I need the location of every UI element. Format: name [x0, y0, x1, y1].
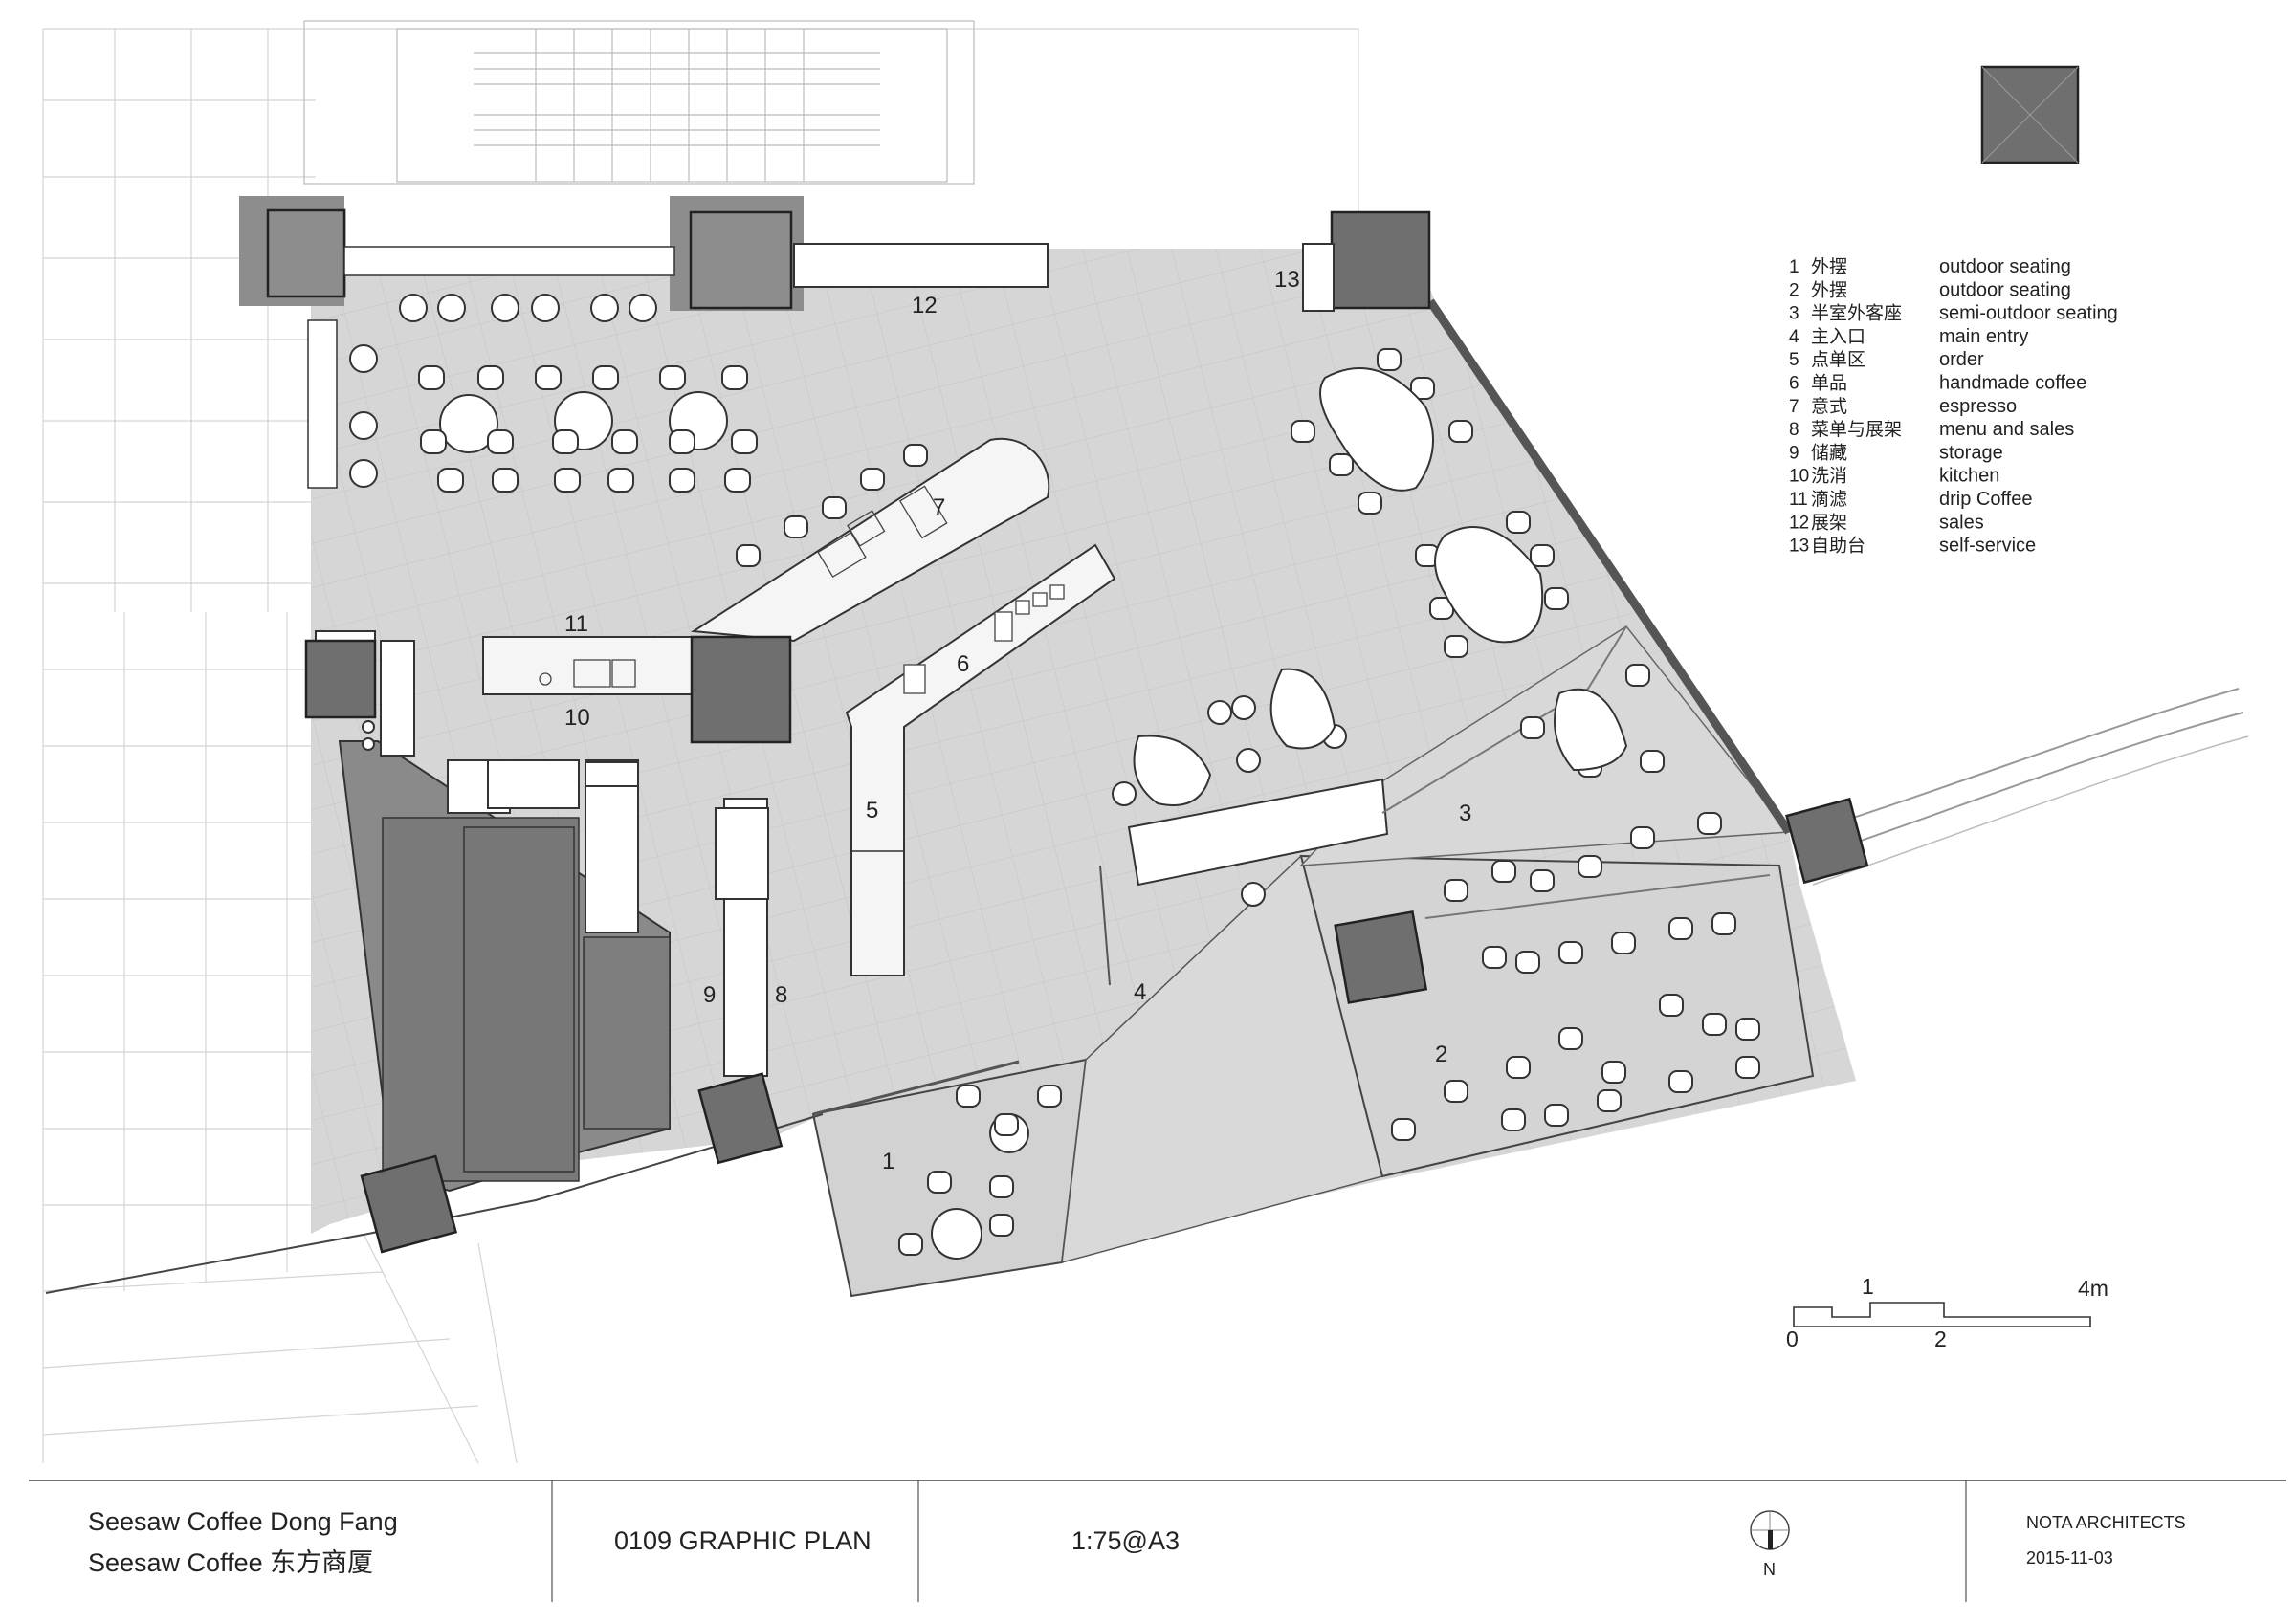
zone-label-12: 12 [912, 293, 938, 318]
legend-cn-label: 主入口 [1811, 326, 1866, 347]
legend-cn-label: 洗消 [1811, 466, 1847, 487]
scale-label-4m: 4m [2078, 1276, 2108, 1301]
legend-cn-label: 点单区 [1811, 349, 1866, 370]
legend-en-label: drip Coffee [1939, 489, 2032, 510]
zone-label-13: 13 [1274, 267, 1300, 293]
entry-bench [1127, 778, 1389, 887]
zone-label-11: 11 [564, 611, 588, 637]
legend-en-label: sales [1939, 512, 1984, 533]
tables-round [439, 391, 1029, 1260]
zone-label-7: 7 [933, 494, 945, 520]
legend-number: 9 [1789, 443, 1799, 463]
legend-en-label: outdoor seating [1939, 256, 2071, 277]
legend-en-label: kitchen [1939, 466, 1999, 487]
chairs [418, 348, 1760, 1256]
legend-number: 12 [1789, 513, 1809, 533]
legend-cn-label: 外摆 [1811, 279, 1847, 300]
legend-en-label: outdoor seating [1939, 279, 2071, 300]
legend-cn-label: 半室外客座 [1811, 303, 1902, 324]
legend-en-label: semi-outdoor seating [1939, 303, 2118, 324]
escalator [303, 20, 975, 185]
zone-label-2: 2 [1435, 1042, 1447, 1067]
scale-bar: 0 1 2 4m [1786, 1274, 2108, 1351]
street-curb [1793, 688, 2240, 838]
legend-number: 11 [1789, 490, 1808, 510]
legend-cn-label: 滴滤 [1811, 489, 1847, 510]
drawing-title: 0109 GRAPHIC PLAN [614, 1526, 872, 1555]
legend-number: 3 [1789, 304, 1799, 324]
legend: 1 外摆 outdoor seating 2 外摆 outdoor seating 3 半室外… [1789, 256, 2118, 557]
legend-number: 10 [1789, 467, 1809, 487]
stools-top-row [349, 294, 1347, 907]
self-service-13 [1302, 243, 1335, 312]
legend-en-label: menu and sales [1939, 419, 2074, 440]
legend-number: 1 [1789, 257, 1799, 277]
scale-label-0: 0 [1786, 1327, 1799, 1351]
legend-cn-label: 意式 [1811, 396, 1847, 417]
zone-label-3: 3 [1459, 801, 1471, 826]
drip-counter-11 [482, 636, 695, 695]
zone-label-5: 5 [866, 798, 878, 823]
legend-en-label: storage [1939, 442, 2003, 463]
zone-labels: 1 2 3 4 5 6 7 8 9 10 11 12 13 [564, 267, 1471, 1174]
legend-en-label: espresso [1939, 396, 2017, 417]
legend-en-label: handmade coffee [1939, 373, 2086, 394]
zone-label-10: 10 [564, 705, 590, 731]
legend-number: 8 [1789, 420, 1799, 440]
tables-organic [1133, 367, 1628, 806]
zone-label-4: 4 [1134, 979, 1146, 1005]
legend-en-label: order [1939, 349, 1984, 370]
zone-label-8: 8 [775, 982, 787, 1008]
drawing-date: 2015-11-03 [2026, 1548, 2113, 1568]
project-name-cn: Seesaw Coffee 东方商厦 [88, 1548, 373, 1577]
project-name-en: Seesaw Coffee Dong Fang [88, 1507, 398, 1536]
title-block: Seesaw Coffee Dong Fang Seesaw Coffee 东方… [29, 1480, 2286, 1602]
legend-number: 4 [1789, 327, 1799, 347]
legend-cn-label: 自助台 [1811, 536, 1866, 557]
scale-label-1: 1 [1862, 1274, 1874, 1299]
legend-cn-label: 外摆 [1811, 256, 1847, 277]
drawing-scale: 1:75@A3 [1071, 1526, 1180, 1555]
zone-label-1: 1 [882, 1149, 894, 1174]
sales-shelf-12 [793, 243, 1049, 288]
zone-label-9: 9 [703, 982, 716, 1008]
scale-label-2: 2 [1934, 1327, 1947, 1351]
legend-number: 5 [1789, 350, 1799, 370]
north-label: N [1763, 1560, 1776, 1579]
legend-cn-label: 展架 [1811, 512, 1847, 533]
legend-number: 13 [1789, 537, 1809, 557]
zone-label-6: 6 [957, 651, 969, 677]
legend-number: 6 [1789, 374, 1799, 394]
legend-number: 7 [1789, 397, 1799, 417]
legend-cn-label: 单品 [1811, 373, 1847, 394]
north-arrow-icon [1750, 1510, 1790, 1550]
site-grid [42, 28, 1359, 1464]
outdoor-floor-2 [1299, 854, 1815, 1178]
legend-en-label: self-service [1939, 536, 2036, 557]
legend-cn-label: 储藏 [1811, 442, 1847, 463]
legend-number: 2 [1789, 280, 1799, 300]
legend-en-label: main entry [1939, 326, 2028, 347]
firm-name: NOTA ARCHITECTS [2026, 1513, 2186, 1532]
facade-wall [1426, 298, 1793, 835]
scale-bar-line [1793, 1302, 2091, 1327]
legend-cn-label: 菜单与展架 [1811, 419, 1902, 440]
